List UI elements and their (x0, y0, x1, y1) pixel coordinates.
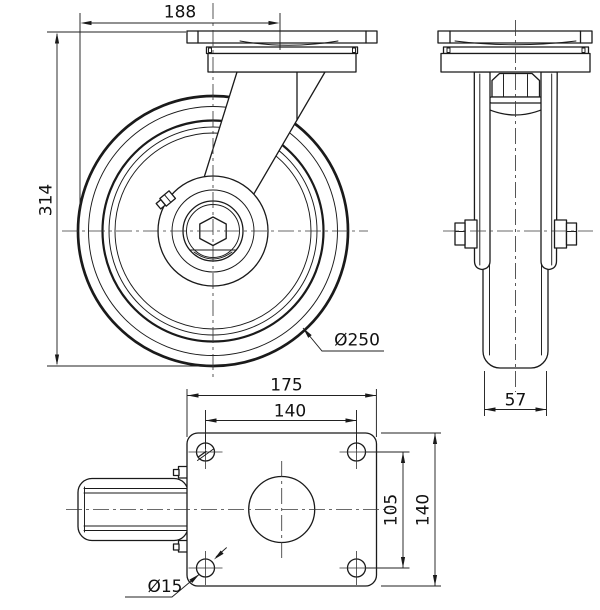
dimensions: 188 314 Ø250 57 175 140 (37, 3, 547, 598)
arrow-175-left (187, 393, 199, 398)
hole-cross-bottom-left (188, 551, 223, 585)
hole-diameter-label: Ø15 (147, 577, 182, 597)
fork-tab-top-nub (172, 468, 180, 477)
dim-188-label: 188 (164, 3, 196, 23)
arrow-188-left (80, 20, 92, 26)
bottom-view (66, 432, 394, 587)
raceway-tick-left (208, 47, 212, 53)
dim-314-label: 314 (37, 184, 57, 216)
hole-section-slash (197, 448, 214, 461)
swivel-housing-front (207, 52, 357, 73)
plate-side-bow-arc (454, 40, 577, 46)
arrow-105-bottom (400, 557, 406, 568)
plate-bow-arc (239, 40, 339, 46)
arrow-140y-bottom (432, 575, 438, 586)
fork-tab-bottom-nub (172, 543, 180, 551)
side-view (437, 20, 593, 392)
axle-bolt-head (454, 222, 466, 246)
top-plate-side (437, 30, 593, 44)
bolt-spacing-x-label: 140 (274, 402, 306, 422)
arrow-314-bottom (54, 354, 60, 366)
leader-hole-diameter (125, 573, 200, 598)
top-plate-front (186, 30, 378, 44)
axle-nut-right (565, 222, 578, 246)
arrow-wheel-diameter (303, 328, 312, 338)
arrow-140y-top (432, 433, 438, 444)
arrow-57-right (535, 407, 547, 412)
swivel-raceway-front (205, 46, 359, 55)
arrow-175-right (365, 393, 377, 398)
raceway-tick-right (352, 47, 356, 53)
arrow-hole-pointer (214, 550, 224, 560)
fork-leg-side-left (473, 71, 491, 271)
arrow-188-right (268, 20, 280, 26)
axle-washer-left (464, 219, 478, 249)
swivel-raceway-side (442, 46, 590, 55)
arrow-hole-diameter (189, 574, 200, 583)
grease-fitting-icon (155, 190, 177, 210)
arrow-105-top (400, 452, 406, 463)
axle-washer-right (553, 219, 568, 249)
raceway-side-tick-right (581, 47, 586, 53)
wheel-diameter-label: Ø250 (334, 331, 380, 351)
arrow-314-top (54, 32, 60, 44)
arrow-140x-left (205, 418, 217, 423)
plate-width-label: 175 (270, 376, 302, 396)
fork-leg-side-right (540, 71, 558, 271)
raceway-side-tick-left (446, 47, 451, 53)
arrow-140x-right (345, 418, 357, 423)
wheel-width-label: 57 (505, 391, 527, 411)
bolt-spacing-y-label: 105 (382, 494, 402, 526)
arrow-57-left (484, 407, 496, 412)
plate-depth-label: 140 (414, 494, 434, 526)
front-view (62, 3, 378, 377)
hole-section-slash-thick (198, 450, 207, 458)
